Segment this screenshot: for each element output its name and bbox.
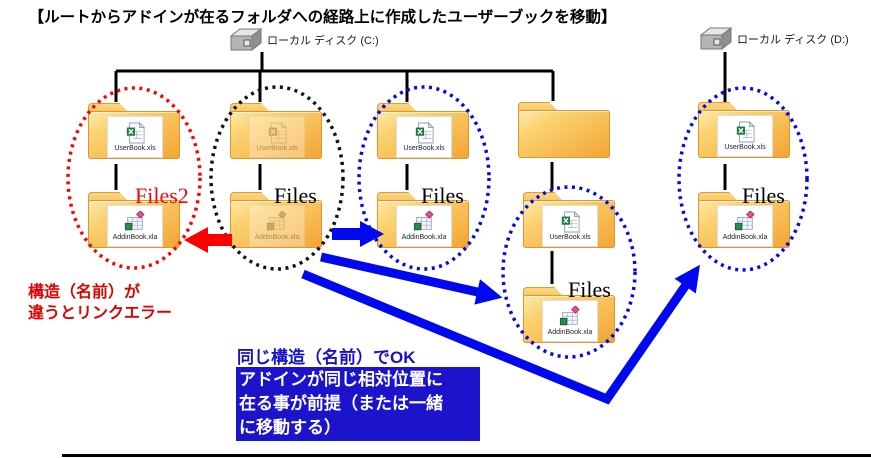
file-name: UserBook.xls: [114, 144, 156, 152]
arrow-diagonal-blue: [320, 252, 503, 305]
arrow-left-red: [184, 227, 232, 253]
file-name: AddinBook.xla: [254, 233, 300, 241]
files-label: Files: [274, 183, 317, 208]
excel-xla-addin-icon: [734, 210, 755, 230]
file-plate: AddinBook.xla: [542, 300, 598, 342]
excel-xla-addin-icon: [124, 210, 145, 230]
file-plate: UserBook.xls: [107, 116, 163, 158]
addin-premise-note: アドインが同じ相対位置に 在る事が前提（または一緒 に移動する）: [236, 367, 480, 441]
files2-label: Files2: [135, 183, 189, 208]
folder-userbook: UserBook.xls: [88, 103, 180, 159]
excel-xls-icon: [268, 121, 287, 143]
same-structure-ok-note: 同じ構造（名前）でOK: [237, 348, 416, 367]
folder-userbook: UserBook.xls: [377, 103, 469, 159]
file-name: UserBook.xls: [403, 144, 445, 152]
excel-xls-icon: [126, 121, 145, 143]
files-label: Files: [742, 183, 785, 208]
hard-disk-icon: [229, 27, 263, 52]
hard-disk-icon: [699, 26, 733, 51]
file-name: UserBook.xls: [549, 233, 591, 241]
file-name: UserBook.xls: [724, 143, 766, 151]
file-plate: AddinBook.xla: [396, 205, 452, 247]
excel-xls-icon: [561, 210, 580, 232]
link-error-note: 構造（名前）が 違うとリンクエラー: [28, 284, 173, 322]
file-plate: AddinBook.xla: [717, 205, 773, 247]
diagram-title: 【ルートからアドインが在るフォルダへの経路上に作成したユーザーブックを移動】: [28, 9, 617, 26]
folder-userbook: UserBook.xls: [523, 192, 615, 248]
folder-userbook: UserBook.xls: [698, 102, 790, 158]
folder-empty: [518, 102, 610, 158]
drive-d-label: ローカル ディスク (D:): [737, 34, 849, 46]
folder-userbook-ghost: UserBook.xls: [230, 103, 322, 159]
file-plate: UserBook.xls: [396, 116, 452, 158]
bottom-border-line: [62, 454, 871, 457]
file-plate: AddinBook.xla: [107, 205, 163, 247]
files-label: Files: [568, 277, 611, 302]
drive-c-label: ローカル ディスク (C:): [267, 35, 379, 47]
file-plate: UserBook.xls: [249, 116, 305, 158]
file-name: AddinBook.xla: [722, 233, 768, 241]
excel-xls-icon: [415, 121, 434, 143]
file-plate: UserBook.xls: [542, 205, 598, 247]
excel-xla-addin-icon: [413, 210, 434, 230]
file-plate: AddinBook.xla: [249, 205, 305, 247]
file-name: UserBook.xls: [256, 144, 298, 152]
file-name: AddinBook.xla: [112, 233, 158, 241]
file-name: AddinBook.xla: [401, 233, 447, 241]
files-label: Files: [421, 183, 464, 208]
excel-xls-icon: [736, 120, 755, 142]
excel-xla-addin-icon: [559, 305, 580, 325]
excel-xla-addin-icon: [266, 210, 287, 230]
file-name: AddinBook.xla: [547, 328, 593, 336]
file-plate: UserBook.xls: [717, 115, 773, 157]
